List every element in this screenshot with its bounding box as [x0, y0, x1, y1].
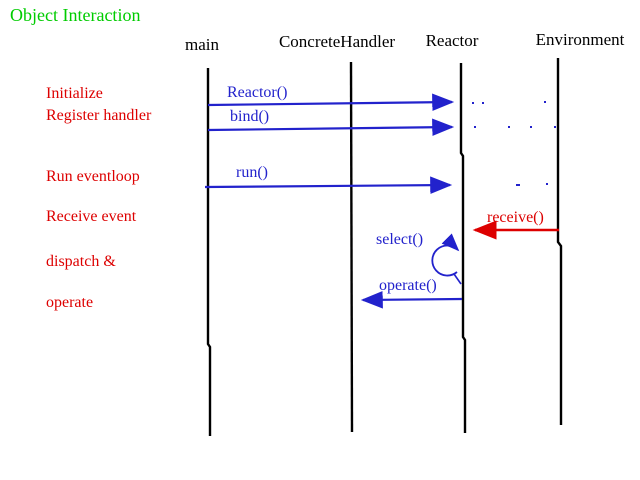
phase-label-initialize: Initialize — [46, 85, 103, 102]
phase-label-receive-event: Receive event — [46, 208, 137, 225]
diagram-title: Object Interaction — [10, 5, 141, 25]
arrow-reactor-call — [207, 93, 455, 112]
message-label-receive: receive() — [487, 209, 544, 226]
lifeline-label-reactor: Reactor — [425, 31, 479, 50]
lifeline-environment — [556, 58, 563, 425]
phase-label-operate: operate — [46, 294, 94, 311]
phase-label-register-handler: Register handler — [46, 107, 152, 124]
lifeline-label-main: main — [185, 35, 219, 54]
select-loop-tail — [453, 273, 462, 285]
lifeline-label-concretehandler: ConcreteHandler — [278, 32, 396, 51]
lifeline-label-environment: Environment — [535, 30, 625, 49]
message-label-bind: bind() — [230, 108, 270, 125]
arrow-run-call — [204, 176, 453, 194]
message-label-select: select() — [376, 231, 424, 248]
phase-label-run-eventloop: Run eventloop — [46, 168, 140, 185]
ink-artifact-dots — [472, 101, 556, 186]
arrow-select-self-loop — [431, 233, 460, 277]
message-label-run: run() — [236, 164, 268, 181]
lifeline-main — [206, 68, 212, 436]
lifeline-reactor — [459, 63, 467, 433]
message-label-operate-call: operate() — [379, 277, 437, 294]
arrow-bind-call — [207, 118, 455, 137]
lifeline-concretehandler — [349, 61, 354, 433]
phase-label-dispatch: dispatch & — [46, 253, 116, 270]
message-label-reactor: Reactor() — [227, 84, 288, 101]
arrow-operate-call — [360, 291, 463, 309]
